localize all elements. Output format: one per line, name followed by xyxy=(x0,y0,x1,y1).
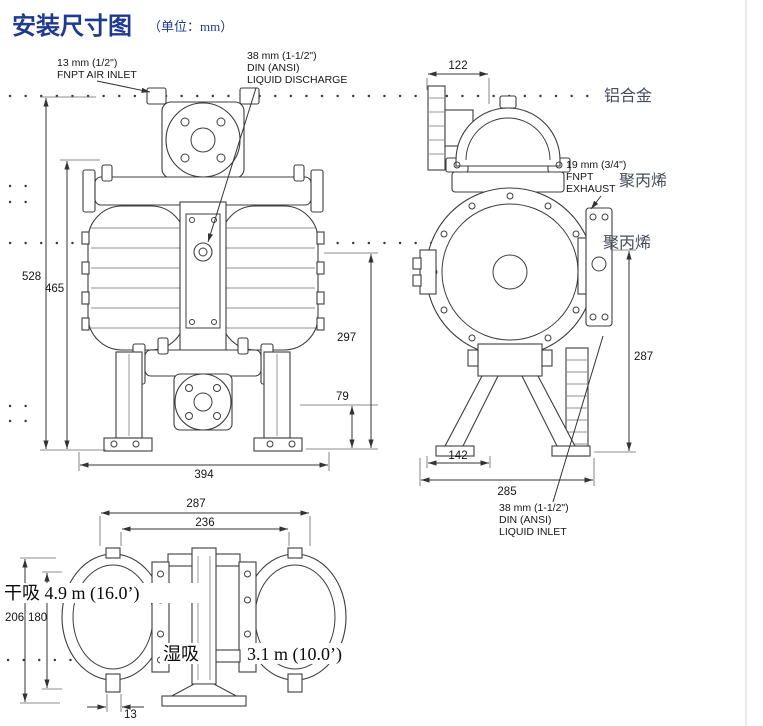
dim-side-top-width xyxy=(426,71,490,104)
air-inlet-size-label: 13 mm (1/2") xyxy=(57,57,117,69)
dim-206-value: 206 xyxy=(5,612,24,624)
right-chamber xyxy=(220,205,325,351)
liquid-inlet-callout: 38 mm (1-1/2") DIN (ANSI) LIQUID INLET xyxy=(499,335,604,538)
dotted-leader-lines xyxy=(6,94,600,662)
material-pp-body-label: 聚丙烯 xyxy=(603,234,651,252)
exhaust-size-label: 19 mm (3/4") xyxy=(566,159,626,171)
dim-236-value: 236 xyxy=(195,517,214,529)
inlet-name-label: LIQUID INLET xyxy=(499,526,567,538)
liquid-discharge-callout: 38 mm (1-1/2") DIN (ANSI) LIQUID DISCHAR… xyxy=(207,50,347,243)
dim-79-value: 79 xyxy=(336,391,349,403)
dim-180-value: 180 xyxy=(28,612,47,624)
dim-287-bottom-value: 287 xyxy=(186,498,205,510)
material-pp-exhaust-label: 聚丙烯 xyxy=(619,172,667,190)
exhaust-type-label: FNPT xyxy=(566,171,594,183)
dim-bottom-foot-width xyxy=(87,694,144,712)
dim-side-overall-depth xyxy=(419,458,595,486)
dim-front-width xyxy=(78,452,330,471)
dim-285-value: 285 xyxy=(497,486,516,498)
legs xyxy=(103,351,303,452)
dry-suction-text: 干吸 4.9 m (16.0’) xyxy=(4,583,139,604)
left-chamber xyxy=(81,205,186,351)
dim-bottom-depth-outer xyxy=(20,557,60,704)
bottom-right-lobe xyxy=(243,547,347,693)
dim-bottom-width-inner xyxy=(120,526,290,546)
bottom-view xyxy=(61,547,347,707)
dim-528-value: 528 xyxy=(22,271,41,283)
inlet-flange-front xyxy=(173,373,233,431)
wet-suction-value-text: 3.1 m (10.0’) xyxy=(247,644,342,665)
front-view xyxy=(81,87,325,452)
dim-front-height-upper xyxy=(60,159,100,449)
air-inlet-type-label: FNPT AIR INLET xyxy=(57,69,137,81)
wet-suction-note: 湿吸 3.1 m (10.0’) xyxy=(160,643,346,665)
wet-suction-label-text: 湿吸 xyxy=(163,644,199,664)
top-clamp-band xyxy=(445,95,571,193)
exhaust-callout: 19 mm (3/4") FNPT EXHAUST xyxy=(566,159,626,210)
discharge-size-label: 38 mm (1-1/2") xyxy=(247,50,317,62)
dim-122-value: 122 xyxy=(448,60,467,72)
dim-front-center-to-base xyxy=(300,252,378,450)
air-inlet-callout: 13 mm (1/2") FNPT AIR INLET xyxy=(57,57,151,93)
side-base xyxy=(435,343,591,457)
discharge-name-label: LIQUID DISCHARGE xyxy=(247,74,347,86)
side-exhaust-port-plate xyxy=(577,207,613,327)
dim-13-value: 13 xyxy=(124,709,137,721)
center-body xyxy=(179,201,227,353)
dim-side-right-height xyxy=(594,249,636,453)
dim-side-base-width xyxy=(426,456,491,468)
dim-465-value: 465 xyxy=(45,283,64,295)
page-title: 安装尺寸图 xyxy=(12,12,132,40)
dim-142-value: 142 xyxy=(448,450,467,462)
side-left-bracket xyxy=(412,249,437,295)
exhaust-name-label: EXHAUST xyxy=(566,183,616,195)
dim-394-value: 394 xyxy=(194,469,214,481)
dry-suction-note: 干吸 4.9 m (16.0’) xyxy=(2,583,202,604)
page-title-unit: （单位：mm） xyxy=(148,19,233,34)
side-view xyxy=(412,85,613,457)
bottom-foot xyxy=(161,683,247,707)
discharge-standard-label: DIN (ANSI) xyxy=(247,62,300,74)
inlet-size-label: 38 mm (1-1/2") xyxy=(499,502,569,514)
inlet-standard-label: DIN (ANSI) xyxy=(499,514,552,526)
bottom-left-lobe xyxy=(61,547,165,693)
side-main-circle xyxy=(425,187,595,357)
dim-287-side-value: 287 xyxy=(634,351,653,363)
dim-297-value: 297 xyxy=(337,332,356,344)
dim-bottom-width-outer xyxy=(99,510,311,546)
material-aluminum-label: 铝合金 xyxy=(604,87,652,105)
dim-front-height-total xyxy=(40,96,106,451)
